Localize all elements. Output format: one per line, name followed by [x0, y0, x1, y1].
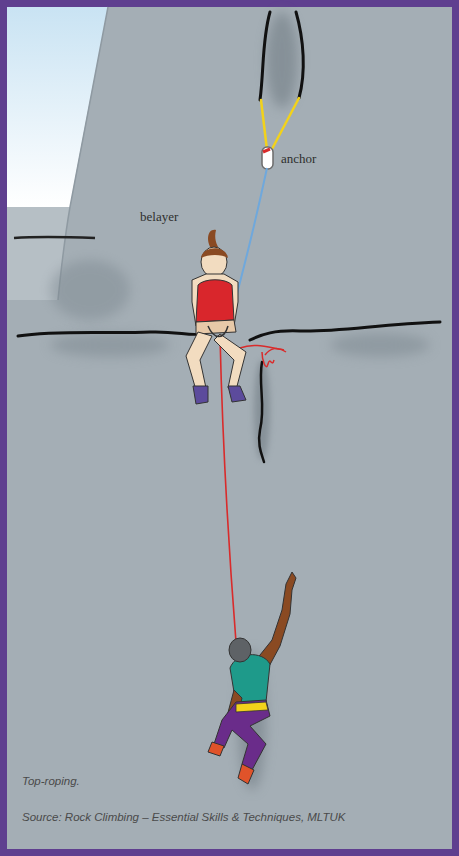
carabiner — [262, 147, 273, 169]
shoe — [228, 386, 246, 402]
rope-coil — [240, 345, 286, 366]
cliff-edge — [58, 7, 108, 300]
figure-caption: Top-roping. — [22, 775, 442, 787]
shoe — [238, 764, 254, 784]
rock-crack — [259, 362, 264, 462]
rope-coil-strand — [262, 352, 274, 367]
part-label: anchor — [281, 151, 361, 167]
harness — [236, 702, 268, 712]
ledge-shadow — [50, 333, 170, 357]
horizon-ledge — [14, 237, 95, 238]
carabiner-gate — [263, 149, 270, 152]
crack-shadow — [266, 12, 298, 108]
helmet — [229, 638, 251, 662]
sky — [7, 7, 108, 207]
rope-coil-strand — [240, 345, 284, 350]
climber-figure — [208, 572, 296, 784]
belay-rope-upper — [234, 168, 267, 305]
anchor-sling — [261, 98, 299, 150]
ledge-shadow — [330, 333, 430, 357]
arms-shoulders — [192, 274, 238, 326]
right-leg — [214, 334, 246, 390]
ledge-line — [18, 332, 200, 336]
rock-face — [7, 7, 452, 849]
rock-crack — [260, 12, 270, 100]
shoe — [208, 742, 224, 756]
part-label: belayer — [140, 209, 220, 225]
source-note: Source: Rock Climbing – Essential Skills… — [22, 811, 442, 823]
head — [201, 247, 227, 277]
rock-shading — [50, 12, 430, 790]
purple-trousers — [214, 700, 270, 770]
belayer-figure — [186, 230, 246, 404]
rope-coil-strand — [265, 348, 286, 355]
hair — [201, 248, 228, 258]
red-top — [196, 280, 234, 322]
ledge-line — [250, 322, 440, 340]
shorts — [196, 320, 236, 334]
rock-crack — [296, 12, 303, 98]
ledge-shadow — [50, 260, 130, 320]
left-leg — [186, 332, 212, 390]
belay-device — [208, 326, 228, 337]
shoe — [193, 386, 208, 404]
